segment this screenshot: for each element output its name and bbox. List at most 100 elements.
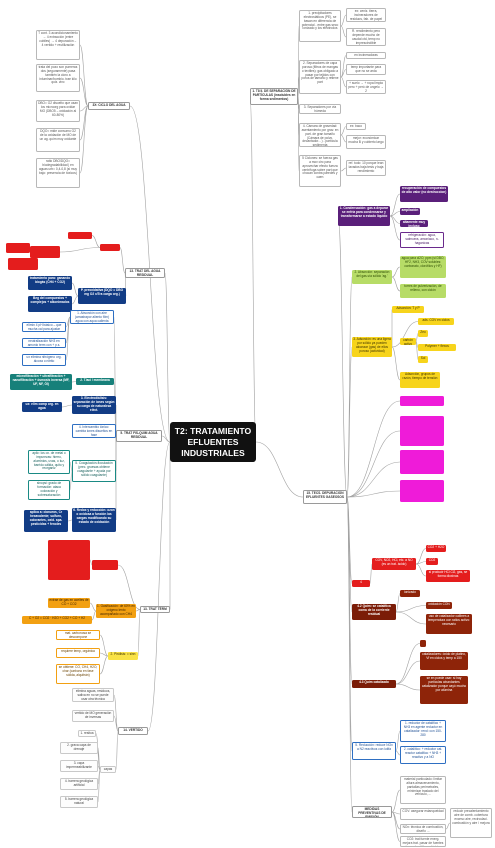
topic-termico-pirolisis-c[interactable]: se obtiene: CO, CH4, H2O, char (carbono … (56, 664, 100, 684)
topic-particulas-4[interactable]: 4. Cámara de gravedad: asentamiento por … (299, 123, 341, 147)
topic-fisquim-redox[interactable]: 6. Redox y reducción: ozon o oxidosa a f… (72, 508, 116, 532)
topic-gas-condensacion-c[interactable]: altamente muy incluso (400, 220, 428, 227)
branch-trat-agua-residual[interactable]: 13. TRAT DEL AGUA RESIDUAL (125, 268, 165, 278)
topic-gas-absorcion-b[interactable]: torres de pulverización, de relleno, con… (400, 284, 446, 298)
topic-gas-condensacion-b[interactable]: ampliación (400, 208, 420, 215)
topic-vertido-capa-5[interactable]: 5. barrera geológica natural (60, 796, 98, 808)
topic-gas-adsorcion-b[interactable]: ads. COV en ciclos (418, 318, 454, 325)
topic-gas-combustion-b[interactable]: COV, NO2, HCl, etc. a NO (es un trat. ác… (372, 558, 416, 570)
topic-vertido-capa-4[interactable]: 4. barrera geológica artificial (60, 778, 98, 790)
topic-medidas-2[interactable]: COV: asegurar estanqueidad (400, 808, 446, 820)
branch-separacion-particulas[interactable]: 1. T8 II. DE SEPARACIÓN DE PARTÍCULAS (i… (250, 88, 298, 105)
topic-gas-reduccion[interactable]: 5. Reducción: reduce NOx a N2 reactivos … (352, 742, 396, 760)
topic-gas-quim-catalizado-b[interactable]: catalizadores: óxido de platino, Vf en c… (420, 652, 468, 670)
topic-particulas-4b[interactable]: mejor: económicar mucha B y cubierto lar… (346, 135, 386, 149)
branch-trat-fis-quim[interactable]: 5. TRAT FIS-QUIM AGUA RESIDUAL (116, 430, 162, 442)
topic-termico-pirolisis-a[interactable]: mat. carbonosa se descompone (56, 630, 100, 640)
topic-particulas-1a[interactable]: ex: ceniz. tierra, incineradores de resi… (346, 8, 386, 22)
topic-particulas-2[interactable]: 2. Separadores de capa porosa (filtros d… (299, 60, 341, 94)
topic-fisquim-absorcion-c[interactable]: ux elimina nitrógeno org. álcoxa o nitri… (22, 354, 66, 366)
topic-preoxidativa[interactable]: P. preoxidativa (DQO = DBO mg O2 x/Tra c… (78, 288, 126, 304)
topic-ciclo-3[interactable]: DBO= O2 disuelto que usan los microorg p… (36, 100, 80, 122)
topic-medidas-3[interactable]: NOx: técnica de combustión, diseño ... (400, 824, 446, 834)
central-topic[interactable]: T2: TRATAMIENTO EFLUENTES INDUSTRIALES (170, 422, 256, 462)
topic-gas-combustion-catalitica[interactable]: 4.2 Quím: se catalítica coma de la corri… (352, 604, 396, 620)
topic-medidas-preventivas[interactable]: MEDIDAS PREVENTIVAS DE EMISIÓN (352, 806, 392, 818)
topic-gas-adsorcion-d[interactable]: Zeo (418, 330, 428, 337)
topic-vertido-capa-1[interactable]: 1. resitoa (78, 730, 96, 737)
red-block-3[interactable] (8, 258, 38, 270)
topic-vertido-1[interactable]: elimina aguas, residuos, saliva en no se… (72, 688, 114, 702)
topic-particulas-2c[interactable]: + suelo → + ropa limpia pero + peró de u… (346, 80, 386, 94)
topic-ciclo-1[interactable]: T cont. 3 acondicionamiento → 4 extracci… (36, 30, 80, 60)
topic-termico-gasificacion[interactable]: 1. Gasificación: de 60% en oxigeno lento… (96, 604, 136, 618)
topic-termico-gasificacion-b[interactable]: C + O2 = CO2 · H2O + CO2 + CO + H2 (22, 616, 92, 624)
topic-gas-magenta-1[interactable] (400, 396, 444, 406)
topic-fisquim-electrodialisis-a[interactable]: ux: elim comp org. en agua (22, 402, 62, 412)
topic-ciclo-4[interactable]: DQO= mide consumo O2 de la oxidación de … (36, 128, 80, 152)
topic-gas-adsorcion-f[interactable]: Sol (418, 356, 428, 363)
branch-depuracion-gaseosos[interactable]: 15. TECS. DEPURACIÓN EFLUENTES GASEOSOS (303, 490, 347, 504)
topic-ciclo-2[interactable]: trata del pozo son pumeras dos (segurame… (36, 64, 80, 92)
topic-gas-adsorcion-a[interactable]: Adsorción: T y P (392, 306, 424, 313)
topic-gas-absorcion[interactable]: 2. Absorción: separación del gas-vía sól… (352, 270, 392, 284)
topic-preoxidativa-2[interactable]: Beg del compuestos + complejos + alkonim… (28, 296, 72, 312)
topic-fisquim-electrodialisis[interactable]: 3. Electrodiálisis: separación de iones … (72, 396, 116, 414)
topic-particulas-3[interactable]: 3. Separadores por vía húmeda (299, 104, 341, 114)
topic-particulas-4a[interactable]: ex: baco (346, 123, 366, 130)
topic-particulas-2a[interactable]: en incineradoras (346, 52, 386, 59)
topic-termico-pirolisis-b[interactable]: requiere temp, orgánica (56, 648, 100, 658)
topic-fisquim-membrana[interactable]: 2. T/aci / membrana (76, 378, 114, 385)
topic-gas-combustion-d[interactable]: si producir HCl Cl2, gas, se forma dioxi… (426, 570, 470, 582)
topic-termico-gasificacion-a[interactable]: extrae de gas en aceites de CO + CO2 (48, 598, 90, 608)
topic-fisquim-intercambio[interactable]: 4. Intercambio iónico: cambia iones disu… (72, 424, 116, 438)
topic-gas-adsorcion[interactable]: 3. Adsorción: es una ligera por sólido y… (352, 337, 392, 357)
topic-medidas-4[interactable]: CO2: trat fuente energ. mejora trat. pas… (400, 836, 446, 847)
topic-gas-adsorcion-g[interactable]: Adsorción, grupos de razón, tiempo de te… (400, 372, 440, 388)
topic-fisquim-coagulacion-b[interactable]: sinopsi: grado de formación: ataca color… (28, 480, 70, 500)
topic-gas-magenta-3[interactable] (400, 450, 444, 474)
topic-ciclo-5[interactable]: ratio DBO/DQO= biodegradabilidad | en ag… (36, 158, 80, 188)
topic-fisquim-absorcion[interactable]: 1. Absorción con aire (arrastrapor alien… (70, 310, 114, 324)
topic-fisquim-redox-a[interactable]: aplica a: cianuros, Cr hexavalente; sulf… (24, 510, 68, 532)
topic-vertido-capa-2[interactable]: 2. grava capa de drenaje (60, 742, 98, 754)
topic-medidas-1[interactable]: material particulado: limitar altura alm… (400, 776, 446, 804)
branch-trat-termico[interactable]: 13. TRAT TÉRM (140, 606, 170, 613)
topic-gas-combustion-catalitica-a[interactable]: ionizado (400, 590, 420, 597)
topic-particulas-1b[interactable]: R. rendimiento pero depende mucho de cau… (346, 28, 386, 46)
topic-fisquim-absorcion-a[interactable]: elimin 4 pH básico – que mucha cal para … (22, 322, 66, 332)
red-block-4[interactable] (68, 232, 92, 239)
branch-ciclo-agua[interactable]: 3X: CICLO DEL AGUA (88, 102, 130, 110)
red-block-5[interactable] (100, 244, 120, 251)
topic-fisquim-coagulacion-a[interactable]: aplic: los ox. de metal o impurezas: hie… (28, 450, 70, 474)
topic-gas-quim-catalizado-c[interactable]: se en puede usar: si hay partículas abun… (420, 676, 468, 704)
topic-gas-combustion-a[interactable]: CO2 + H2O (426, 545, 446, 552)
topic-gas-condensacion[interactable]: 1. Condensación: gas a depurar se enfría… (338, 206, 390, 226)
topic-gas-quim-catalizado[interactable]: 4.3 Quím catalizado (352, 680, 396, 688)
topic-gas-combustion-catalitica-b[interactable]: oxidación CON (426, 602, 452, 609)
topic-gas-reduccion-b[interactable]: 2. catalítico: + reductor cat. reactor c… (400, 746, 446, 764)
topic-gas-quim-catalizado-a[interactable] (420, 640, 426, 647)
topic-gas-adsorcion-e[interactable]: Polymer + flexos (418, 344, 456, 351)
topic-particulas-5[interactable]: 5 Ciclones: se fuerza gas a mov circ par… (299, 155, 341, 187)
topic-gas-condensacion-d[interactable]: refrigeración: agua, salmuera, amoniaco,… (400, 232, 444, 248)
topic-preoxidativa-1[interactable]: tratamiento para: ganando biogás (CH4 + … (28, 276, 72, 290)
topic-gas-combustion-catalitica-c[interactable]: uso de catalizador calibres a temperatur… (426, 614, 472, 634)
topic-gas-magenta-4[interactable] (400, 480, 444, 502)
topic-gas-combustion[interactable]: 4 (352, 580, 370, 587)
topic-termico-red-2[interactable] (92, 560, 118, 570)
topic-termico-red-1[interactable] (48, 540, 90, 580)
topic-vertido-2[interactable]: vertido de MO generación de inversas (72, 710, 114, 722)
topic-termico-pirolisis[interactable]: 2. Pirólisis: = sinn (108, 652, 138, 660)
branch-vertido[interactable]: 14. VERTIDO (118, 727, 148, 735)
topic-gas-adsorcion-c[interactable]: carbón activo (400, 338, 416, 345)
topic-gas-reduccion-a[interactable]: 1. reductor de catalítico + NH3 en agent… (400, 720, 446, 742)
topic-medidas-3a[interactable]: reducir precalentamiento aire de comb. c… (450, 808, 492, 838)
topic-gas-magenta-2[interactable] (400, 416, 444, 446)
topic-gas-combustion-c[interactable]: CO2 (426, 558, 438, 565)
red-block-1[interactable] (6, 243, 30, 253)
topic-particulas-2b[interactable]: temp importante para que no se arda (346, 64, 386, 75)
topic-gas-condensacion-a[interactable]: recuperación de compuestos de alto valor… (400, 186, 448, 202)
topic-gas-absorcion-a[interactable]: agua para cl2O, ppm (si DBO, HF2, NH3, C… (400, 256, 446, 278)
topic-fisquim-membrana-a[interactable]: microfiltración + ultrafiltración + nano… (10, 374, 72, 390)
